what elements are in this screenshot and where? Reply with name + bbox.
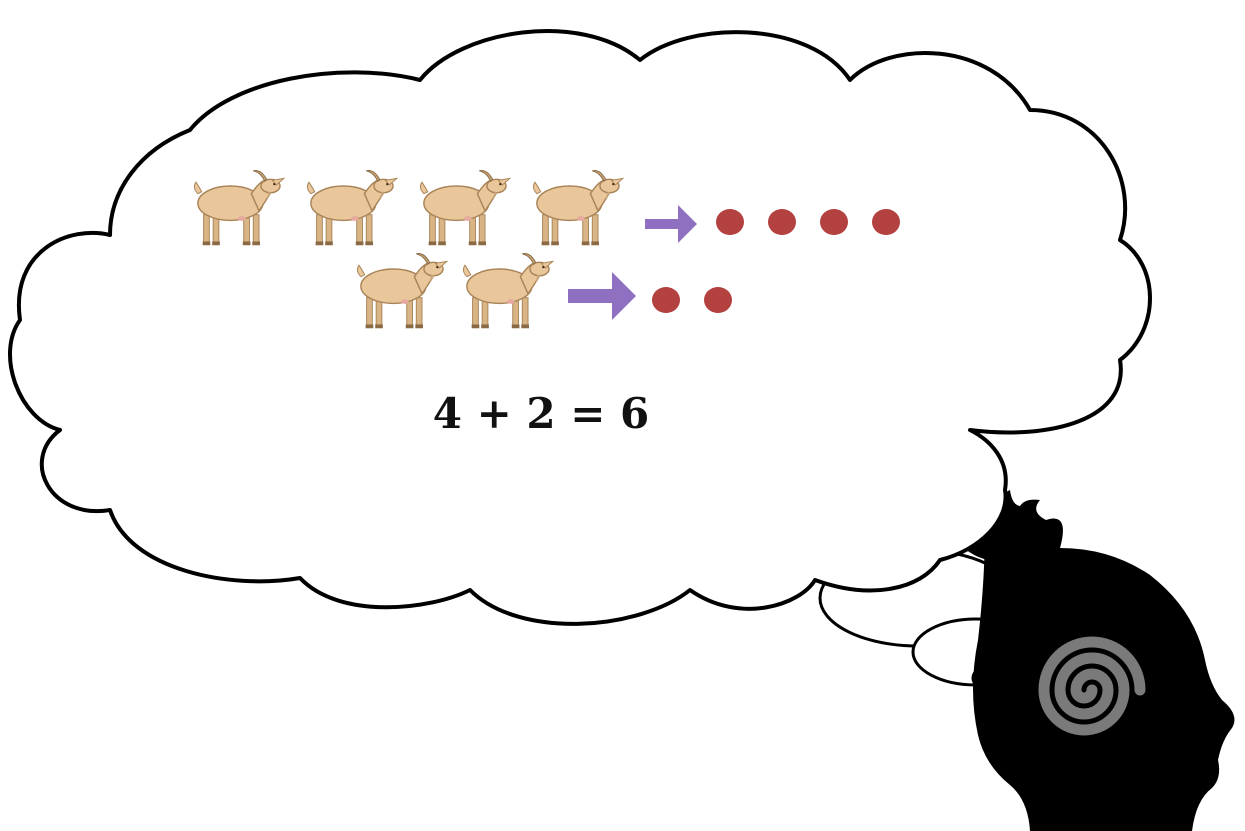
equation: 4 + 2 = 6 (433, 389, 650, 438)
goat-row-1 (193, 169, 900, 247)
counter-dot (820, 209, 848, 235)
counter-dot (768, 209, 796, 235)
right-arrow-icon (568, 272, 636, 320)
goat-row-2 (356, 252, 732, 330)
spiral-icon (1038, 636, 1146, 736)
right-arrow-icon (645, 205, 697, 243)
thought-cloud (8, 29, 1152, 626)
counter-dot (716, 209, 744, 235)
counter-dot (872, 209, 900, 235)
counter-dot (704, 287, 732, 313)
counter-dot (652, 287, 680, 313)
